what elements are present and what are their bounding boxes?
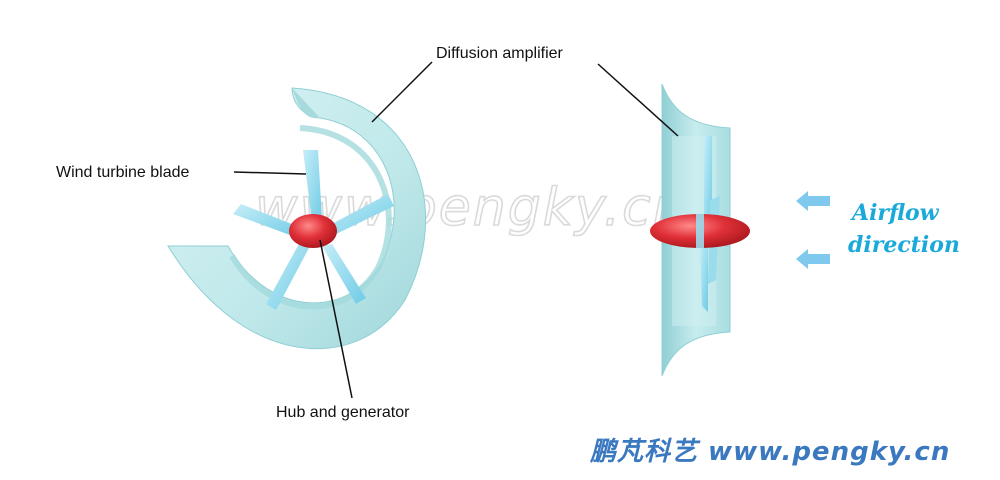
airflow-label-line1: Airflow <box>850 200 940 226</box>
label-diffusion-amplifier: Diffusion amplifier <box>436 45 564 62</box>
blade-bottom-right <box>322 244 366 304</box>
label-wind-turbine-blade: Wind turbine blade <box>56 164 190 181</box>
footer-brand: 鹏芃科艺 www.pengky.cn <box>589 437 950 467</box>
right-turbine-side-view <box>650 83 750 377</box>
blade-top <box>303 150 322 222</box>
blade-side-bottom <box>700 240 708 312</box>
label-hub-and-generator: Hub and generator <box>276 404 410 421</box>
airflow-arrow-top <box>796 191 830 211</box>
blade-left <box>233 204 302 238</box>
airflow-label-line2: direction <box>848 232 960 258</box>
leader-diffusion-left <box>371 61 433 123</box>
blade-bottom-left <box>266 242 310 310</box>
leader-diffusion-right <box>597 63 679 137</box>
leader-hub <box>319 239 353 399</box>
leader-blade <box>233 171 307 175</box>
airflow-arrows <box>796 191 830 269</box>
hub-front <box>289 214 337 248</box>
airflow-arrow-bottom <box>796 249 830 269</box>
blade-right <box>328 194 394 236</box>
left-turbine-front-view <box>167 87 426 350</box>
diffusion-duct-front <box>167 87 426 350</box>
